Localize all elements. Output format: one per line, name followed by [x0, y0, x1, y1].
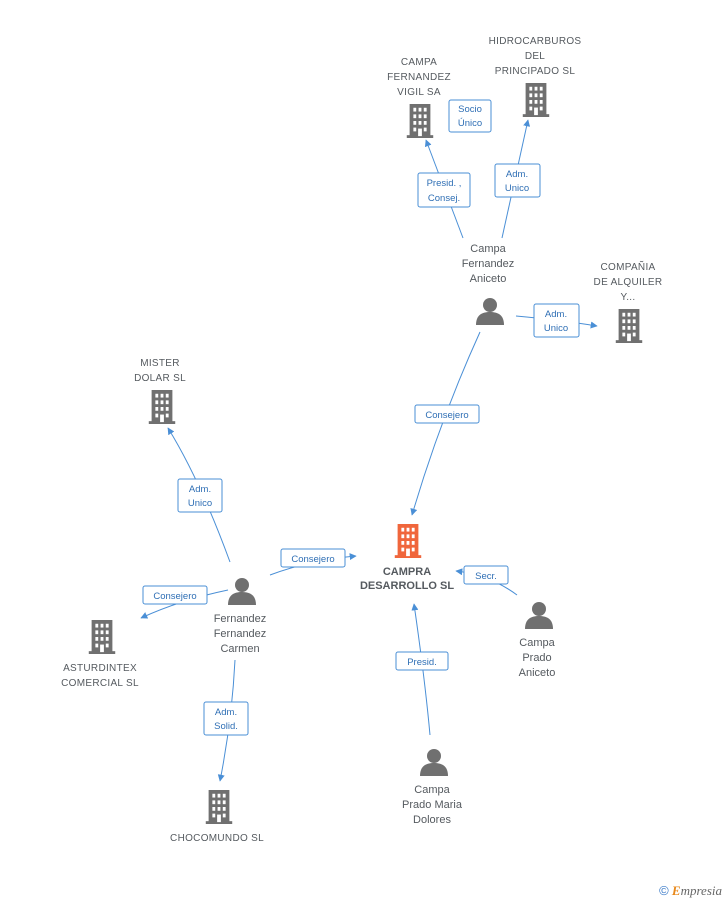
person-icon — [525, 602, 553, 629]
tag-line: Unico — [505, 183, 529, 194]
person-node-campa-prado-aniceto[interactable]: Campa Prado Aniceto — [519, 602, 556, 679]
person-label: Fernandez — [214, 613, 267, 625]
person-label: Aniceto — [519, 667, 556, 679]
person-label: Prado — [522, 652, 551, 664]
building-icon — [205, 790, 233, 824]
main-company-label: CAMPRA — [383, 566, 431, 578]
brand-initial: E — [671, 883, 681, 898]
tag-consejero-aniceto[interactable]: Consejero — [414, 404, 480, 424]
tag-line: Consejero — [425, 410, 468, 421]
company-node-hidrocarburos[interactable]: HIDROCARBUROS DEL PRINCIPADO SL — [489, 36, 582, 117]
tag-adm-unico-alquiler[interactable]: Adm. Unico — [533, 303, 580, 338]
tag-line: Secr. — [475, 571, 497, 582]
person-icon — [228, 578, 256, 605]
company-label: Y... — [621, 292, 636, 303]
main-company-node[interactable]: CAMPRA DESARROLLO SL — [360, 524, 454, 592]
tag-line: Adm. — [545, 309, 567, 320]
company-label: CHOCOMUNDO SL — [170, 833, 264, 844]
company-label: FERNANDEZ — [387, 72, 451, 83]
company-label: ASTURDINTEX — [63, 663, 137, 674]
brand-name: mpresia — [680, 883, 722, 898]
tag-adm-unico-hidro[interactable]: Adm. Unico — [494, 163, 541, 198]
person-label: Dolores — [413, 814, 451, 826]
copyright-symbol: © — [659, 883, 669, 898]
person-label: Campa — [414, 784, 450, 796]
person-node-fernandez-fernandez-carmen[interactable]: Fernandez Fernandez Carmen — [214, 578, 267, 655]
company-node-asturdintex[interactable]: ASTURDINTEX COMERCIAL SL — [61, 620, 139, 689]
building-icon — [522, 83, 550, 117]
company-label: HIDROCARBUROS — [489, 36, 582, 47]
tag-line: Único — [458, 118, 482, 129]
person-label: Fernandez — [214, 628, 267, 640]
company-label: DOLAR SL — [134, 373, 186, 384]
tag-line: Consejero — [153, 591, 196, 602]
person-label: Campa — [470, 243, 506, 255]
tag-line: Unico — [188, 498, 212, 509]
person-label: Prado Maria — [402, 799, 463, 811]
tag-consejero-carmen[interactable]: Consejero — [280, 548, 346, 568]
tag-presid[interactable]: Presid. — [395, 651, 449, 671]
person-icon — [476, 298, 504, 325]
person-label: Fernandez — [462, 258, 515, 270]
company-label: VIGIL SA — [397, 87, 441, 98]
tag-line: Socio — [458, 104, 482, 115]
tag-adm-unico-mister[interactable]: Adm. Unico — [177, 478, 223, 513]
tag-line: Unico — [544, 323, 568, 334]
edges — [140, 119, 598, 782]
person-node-campa-prado-maria-dolores[interactable]: Campa Prado Maria Dolores — [402, 749, 463, 826]
relation-tags: Socio Único Presid. , Consej. Adm. Unico… — [142, 99, 580, 736]
tag-line: Consej. — [428, 193, 460, 204]
tag-line: Adm. — [215, 707, 237, 718]
company-node-campa-fernandez-vigil[interactable]: CAMPA FERNANDEZ VIGIL SA — [387, 57, 451, 138]
building-icon — [406, 104, 434, 138]
tag-line: Presid. , — [427, 178, 462, 189]
tag-line: Adm. — [189, 484, 211, 495]
company-node-compania-alquiler[interactable]: COMPAÑIA DE ALQUILER Y... — [594, 260, 663, 343]
person-label: Campa — [519, 637, 555, 649]
tag-line: Presid. — [407, 657, 437, 668]
company-label: COMERCIAL SL — [61, 678, 139, 689]
company-label: DE ALQUILER — [594, 277, 663, 288]
person-icon — [420, 749, 448, 776]
building-icon — [148, 390, 176, 424]
tag-line: Adm. — [506, 169, 528, 180]
tag-line: Solid. — [214, 721, 238, 732]
person-label: Carmen — [220, 643, 259, 655]
building-icon — [88, 620, 116, 654]
tag-presid-consej[interactable]: Presid. , Consej. — [417, 172, 471, 208]
tag-adm-solid[interactable]: Adm. Solid. — [203, 701, 249, 736]
company-node-mister-dolar[interactable]: MISTER DOLAR SL — [134, 358, 186, 424]
company-label: PRINCIPADO SL — [495, 66, 576, 77]
edge-dolores-main — [411, 603, 431, 736]
main-company-label: DESARROLLO SL — [360, 580, 454, 592]
company-node-chocomundo[interactable]: CHOCOMUNDO SL — [170, 790, 264, 844]
tag-secr[interactable]: Secr. — [463, 565, 509, 585]
company-label: DEL — [525, 51, 545, 62]
company-label: CAMPA — [401, 57, 437, 68]
person-node-campa-fernandez-aniceto[interactable]: Campa Fernandez Aniceto — [462, 243, 515, 325]
company-label: MISTER — [140, 358, 180, 369]
tag-line: Consejero — [291, 554, 334, 565]
brand-logo: © Empresia — [659, 883, 722, 899]
tag-consejero-asturdintex[interactable]: Consejero — [142, 585, 208, 605]
person-label: Aniceto — [470, 273, 507, 285]
building-icon — [394, 524, 422, 558]
building-icon — [615, 309, 643, 343]
company-label: COMPAÑIA — [601, 260, 656, 273]
tag-socio-unico[interactable]: Socio Único — [448, 99, 492, 133]
